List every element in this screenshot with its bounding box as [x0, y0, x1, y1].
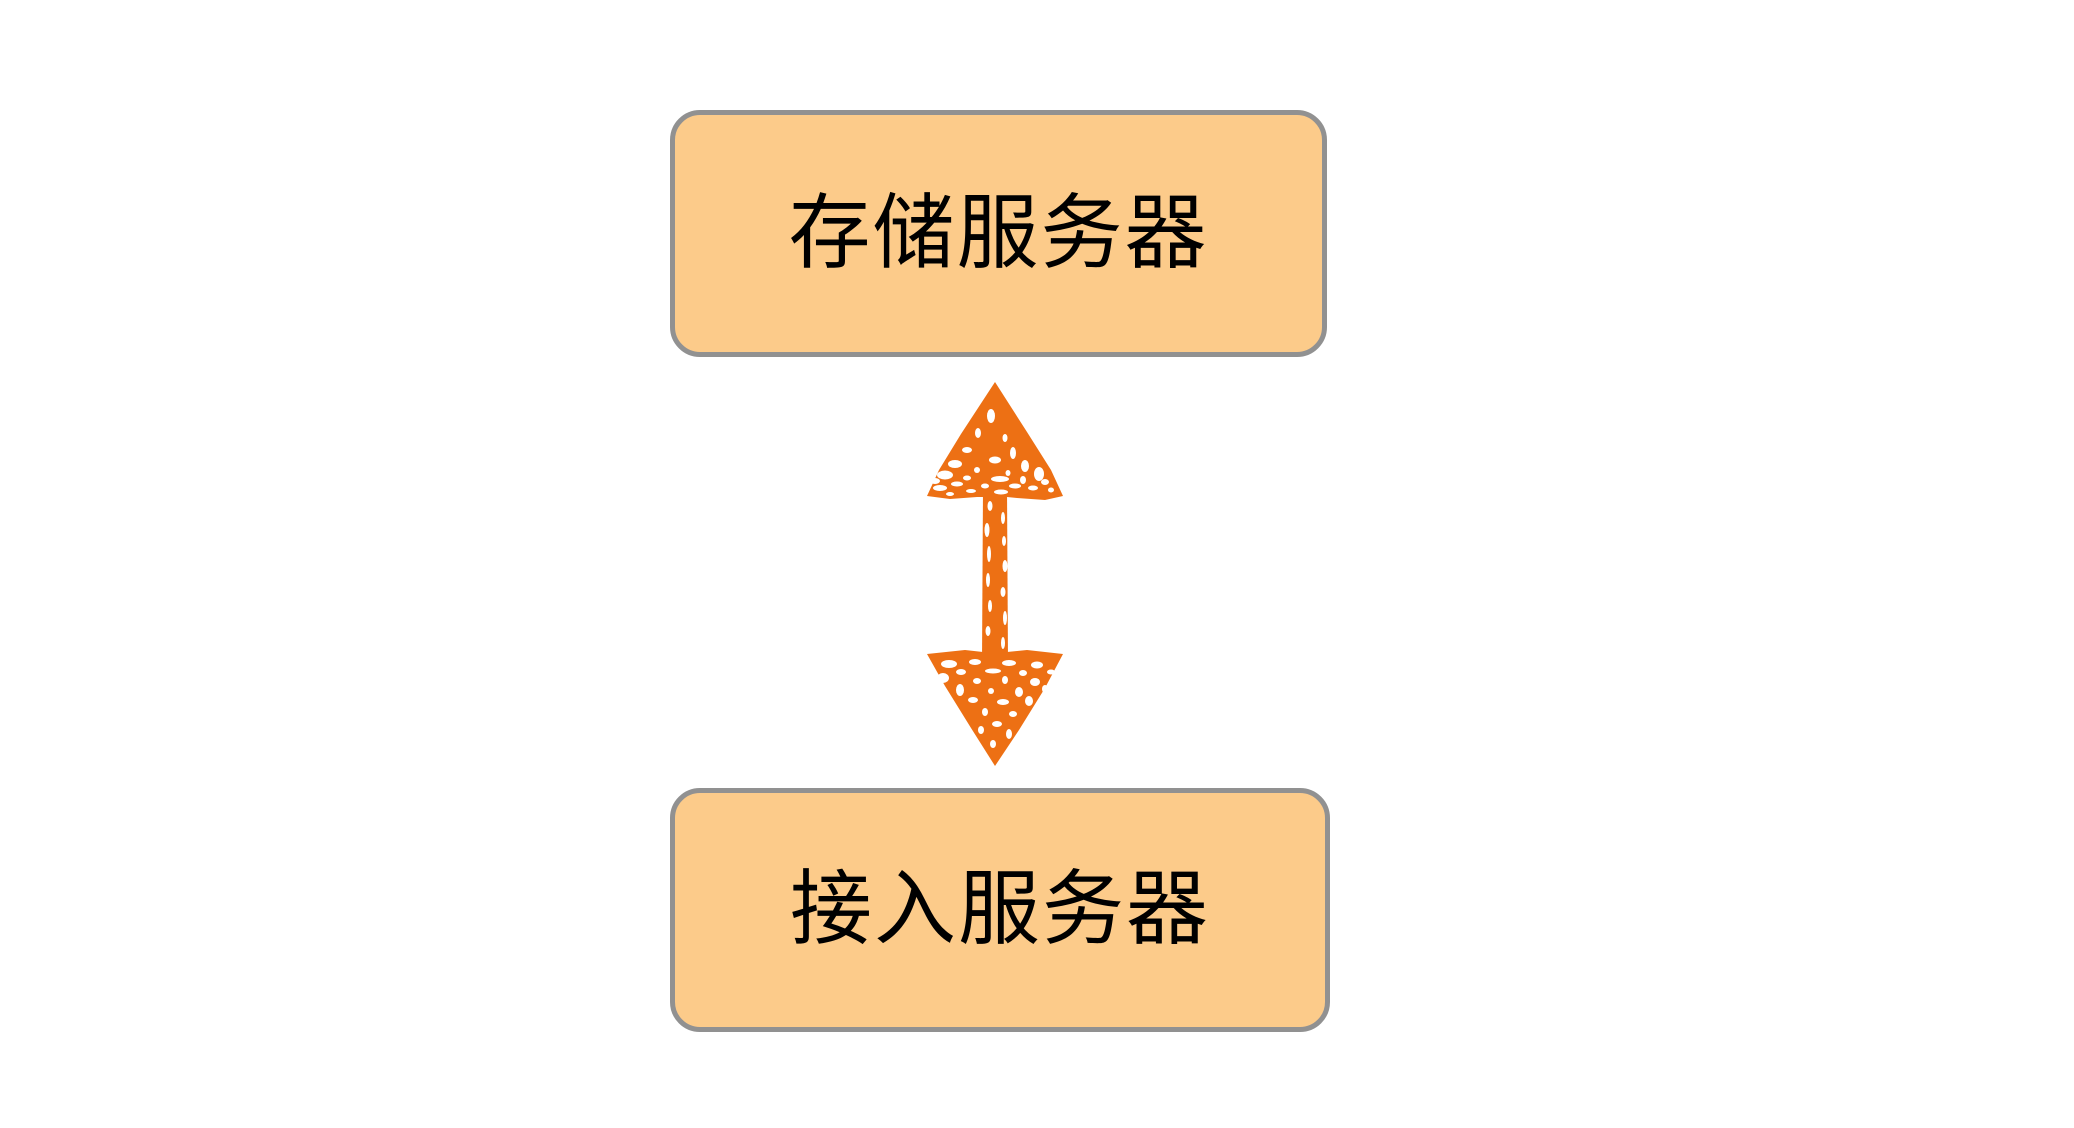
node-access-server-label: 接入服务器 [789, 862, 1210, 957]
node-storage-server-label: 存储服务器 [788, 185, 1209, 281]
node-access-server[interactable]: 接入服务器 [670, 788, 1330, 1032]
node-storage-server[interactable]: 存储服务器 [670, 110, 1327, 357]
arrow-body [927, 382, 1063, 766]
double-headed-vertical-arrow-icon [905, 378, 1085, 770]
